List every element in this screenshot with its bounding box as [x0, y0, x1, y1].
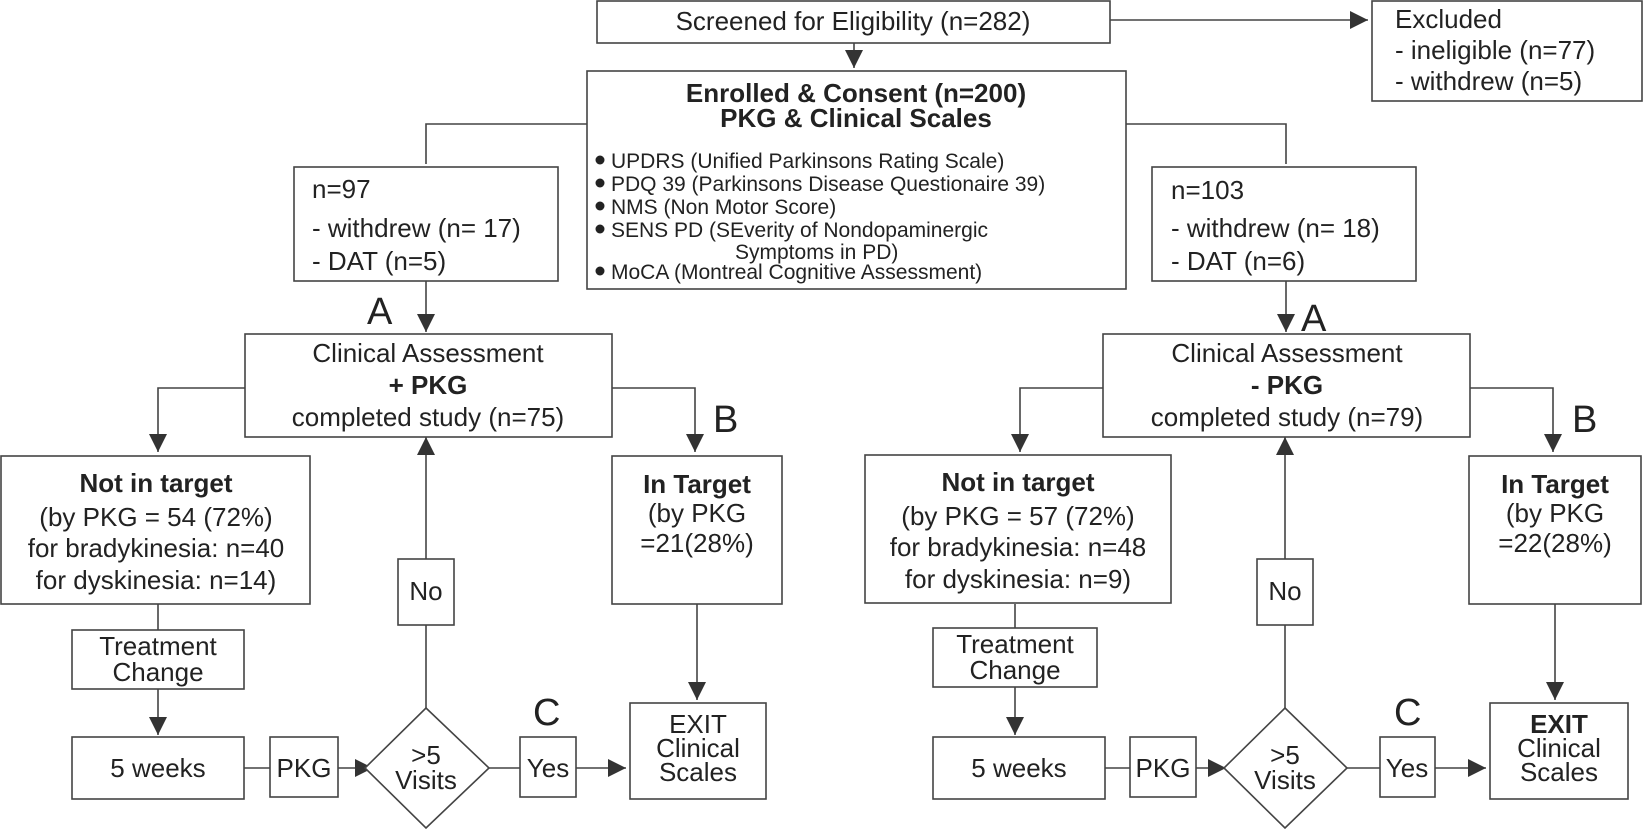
- left-treatment-line1: Treatment: [99, 631, 217, 661]
- right-not-target-line3: for dyskinesia: n=9): [905, 564, 1131, 594]
- right-label-a: A: [1301, 298, 1327, 340]
- right-yes-box: Yes: [1379, 736, 1436, 798]
- bullet-icon: [595, 224, 605, 234]
- scale-item: UPDRS (Unified Parkinsons Rating Scale): [611, 150, 1004, 173]
- left-in-target-title: In Target: [643, 469, 751, 499]
- left-not-target-line1: (by PKG = 54 (72%): [39, 502, 272, 532]
- left-not-target-line2: for bradykinesia: n=40: [28, 533, 285, 563]
- left-exit-line2: Clinical: [656, 733, 740, 763]
- right-exit-line1: EXIT: [1530, 709, 1588, 739]
- right-not-target-line2: for bradykinesia: n=48: [890, 532, 1147, 562]
- left-not-target-line3: for dyskinesia: n=14): [36, 565, 277, 595]
- bullet-icon: [595, 266, 605, 276]
- left-weeks: 5 weeks: [110, 753, 205, 783]
- left-arm-withdrew: - withdrew (n= 17): [312, 213, 521, 243]
- excluded-title: Excluded: [1395, 4, 1502, 34]
- left-assessment-line2: + PKG: [389, 370, 468, 400]
- left-exit-line1: EXIT: [669, 709, 727, 739]
- left-not-target-box: Not in target (by PKG = 54 (72%) for bra…: [0, 455, 311, 605]
- left-pkg-box: PKG: [269, 736, 339, 798]
- left-decision-line1: >5: [411, 740, 441, 770]
- connectors: [149, 11, 1564, 777]
- left-in-target-line2: =21(28%): [640, 528, 753, 558]
- enrolled-box: Enrolled & Consent (n=200) PKG & Clinica…: [586, 70, 1127, 290]
- left-treatment-box: Treatment Change: [71, 629, 245, 690]
- left-assessment-box: Clinical Assessment + PKG completed stud…: [244, 333, 613, 438]
- right-arm-withdrew: - withdrew (n= 18): [1171, 213, 1380, 243]
- left-not-target-title: Not in target: [79, 468, 232, 498]
- right-in-target-title: In Target: [1501, 469, 1609, 499]
- right-weeks-box: 5 weeks: [932, 736, 1106, 800]
- left-yes-box: Yes: [519, 736, 577, 798]
- screened-label: Screened for Eligibility (n=282): [676, 6, 1031, 36]
- right-arm-n: n=103: [1171, 175, 1244, 205]
- right-decision-diamond: >5 Visits: [1222, 706, 1349, 829]
- scale-item-continued: Symptoms in PD): [735, 241, 898, 264]
- right-not-target-title: Not in target: [941, 467, 1094, 497]
- right-exit-line2: Clinical: [1517, 733, 1601, 763]
- left-assessment-line3: completed study (n=75): [292, 402, 564, 432]
- left-exit-line3: Scales: [659, 757, 737, 787]
- right-pkg-box: PKG: [1129, 736, 1197, 798]
- left-arm-box: n=97 - withdrew (n= 17) - DAT (n=5): [293, 166, 559, 282]
- right-no-box: No: [1256, 558, 1314, 626]
- right-assessment-line3: completed study (n=79): [1151, 402, 1423, 432]
- left-in-target-box: In Target (by PKG =21(28%): [611, 455, 783, 605]
- left-arm-dat: - DAT (n=5): [312, 246, 446, 276]
- screened-box: Screened for Eligibility (n=282): [596, 0, 1111, 44]
- right-decision-line2: Visits: [1254, 765, 1316, 795]
- right-label-c: C: [1394, 692, 1421, 734]
- right-assessment-line2: - PKG: [1251, 370, 1323, 400]
- right-treatment-line1: Treatment: [956, 629, 1074, 659]
- left-label-b: B: [713, 399, 738, 441]
- right-in-target-line1: (by PKG: [1506, 498, 1604, 528]
- left-weeks-box: 5 weeks: [71, 736, 245, 800]
- enrolled-title-2: PKG & Clinical Scales: [720, 103, 992, 133]
- bullet-icon: [595, 201, 605, 211]
- bullet-icon: [595, 178, 605, 188]
- scale-item: MoCA (Montreal Cognitive Assessment): [611, 261, 982, 284]
- scale-item: SENS PD (SEverity of Nondopaminergic: [611, 219, 988, 242]
- right-decision-line1: >5: [1270, 740, 1300, 770]
- right-exit-line3: Scales: [1520, 757, 1598, 787]
- right-assessment-box: Clinical Assessment - PKG completed stud…: [1102, 333, 1471, 438]
- right-weeks: 5 weeks: [971, 753, 1066, 783]
- left-no-box: No: [397, 558, 455, 626]
- left-assessment-line1: Clinical Assessment: [312, 338, 544, 368]
- right-exit-box: EXIT Clinical Scales: [1489, 702, 1629, 800]
- left-decision-line2: Visits: [395, 765, 457, 795]
- left-label-c: C: [533, 692, 560, 734]
- left-decision-diamond: >5 Visits: [363, 706, 491, 829]
- right-in-target-box: In Target (by PKG =22(28%): [1468, 455, 1642, 605]
- right-assessment-line1: Clinical Assessment: [1171, 338, 1403, 368]
- right-arm-box: n=103 - withdrew (n= 18) - DAT (n=6): [1151, 166, 1417, 282]
- excluded-withdrew: - withdrew (n=5): [1395, 66, 1582, 96]
- left-pkg: PKG: [277, 753, 332, 783]
- right-treatment-line2: Change: [969, 655, 1060, 685]
- right-pkg: PKG: [1136, 753, 1191, 783]
- right-arm-dat: - DAT (n=6): [1171, 246, 1305, 276]
- right-in-target-line2: =22(28%): [1498, 528, 1611, 558]
- right-treatment-box: Treatment Change: [932, 627, 1098, 688]
- left-in-target-line1: (by PKG: [648, 498, 746, 528]
- left-treatment-line2: Change: [112, 657, 203, 687]
- scale-item: NMS (Non Motor Score): [611, 196, 836, 219]
- right-not-target-line1: (by PKG = 57 (72%): [901, 501, 1134, 531]
- left-no: No: [409, 576, 442, 606]
- left-exit-box: EXIT Clinical Scales: [629, 702, 767, 800]
- enrolled-title-1: Enrolled & Consent (n=200): [686, 78, 1026, 108]
- excluded-box: Excluded - ineligible (n=77) - withdrew …: [1371, 0, 1643, 102]
- bullet-icon: [595, 155, 605, 165]
- left-label-a: A: [367, 291, 393, 333]
- left-yes: Yes: [527, 753, 569, 783]
- excluded-ineligible: - ineligible (n=77): [1395, 35, 1595, 65]
- right-label-b: B: [1572, 399, 1597, 441]
- left-arm-n: n=97: [312, 174, 371, 204]
- right-yes: Yes: [1386, 753, 1428, 783]
- right-no: No: [1268, 576, 1301, 606]
- scale-item: PDQ 39 (Parkinsons Disease Questionaire …: [611, 173, 1045, 196]
- right-not-target-box: Not in target (by PKG = 57 (72%) for bra…: [864, 454, 1172, 604]
